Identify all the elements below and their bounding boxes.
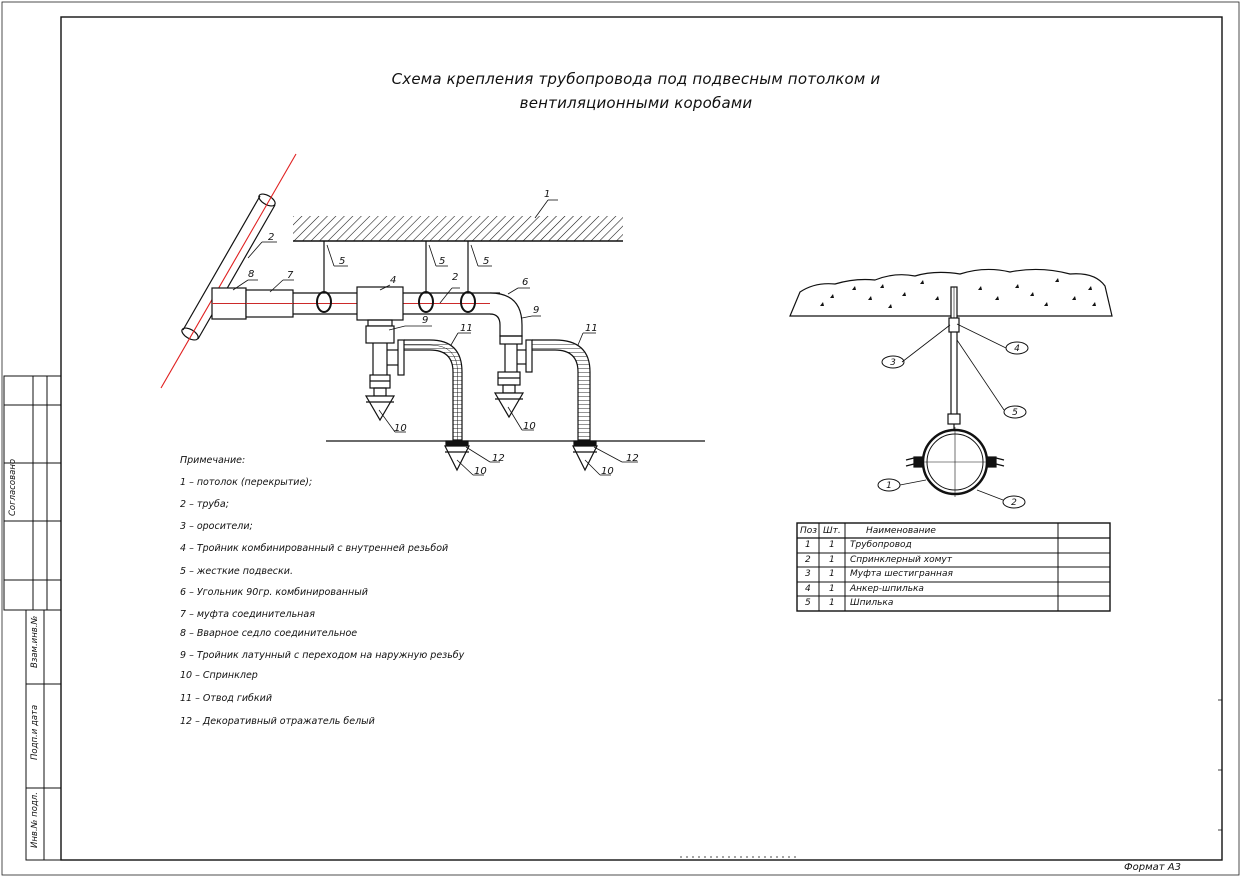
ceiling-slab [293,216,623,241]
table-cell: 1 [805,540,811,550]
flex-hose-2 [532,339,591,441]
main-pipe-diagonal [160,153,297,389]
clamp-detail-diagram [789,268,1113,509]
hangers [316,241,476,313]
label-10a: 10 [394,423,407,434]
table-header-name: Наименование [866,526,936,536]
callout-3: 3 [890,358,896,368]
stamp-inv-replace-label: Взам.инв.№ [30,615,40,668]
left-diagram-labels: 1 2 8 7 4 5 5 5 2 6 9 9 11 11 10 10 10 1… [248,189,639,477]
table-cell: 1 [829,598,835,608]
table-cell: Шпилька [850,598,894,608]
note-item: 7 – муфта соединительная [180,609,315,620]
label-12b: 12 [626,453,639,464]
elbow-90 [489,292,523,337]
sheet-format-label: Формат A3 [1124,862,1181,873]
label-8: 8 [248,269,254,280]
label-6: 6 [522,277,528,288]
tee-combined [356,286,404,321]
label-5c: 5 [483,256,489,267]
leader-lines [232,199,638,476]
stamp-inv-orig-label: Инв.№ подл. [30,792,40,848]
table-cell: 1 [829,584,835,594]
label-2a: 2 [268,232,274,243]
table-cell: Спринклерный хомут [850,555,952,565]
note-item: 6 – Угольник 90гр. комбинированный [180,587,368,598]
frame-ticks [680,699,1223,860]
note-item: 10 – Спринклер [180,670,258,681]
note-item: 8 – Вварное седло соединительное [180,628,358,639]
label-4: 4 [390,275,396,286]
callout-circles [877,341,1029,509]
callout-2: 2 [1011,498,1017,508]
table-cell: 1 [829,540,835,550]
branch-pipe [211,286,523,337]
sprinkler-drop-2 [493,335,533,419]
callout-1: 1 [886,481,892,491]
drawing-title-line1: Схема крепления трубопровода под подвесн… [391,70,881,88]
label-11b: 11 [585,323,598,334]
note-item: 4 – Тройник комбинированный с внутренней… [180,543,449,554]
label-9a: 9 [422,315,428,326]
callout-5: 5 [1012,408,1018,418]
note-item: 3 – оросители; [180,521,253,532]
approval-stamp [3,375,62,861]
label-12a: 12 [492,453,505,464]
table-cell: 3 [805,569,811,579]
note-item: 12 – Декоративный отражатель белый [180,716,375,727]
table-cell: 5 [805,598,811,608]
label-7: 7 [287,270,294,281]
note-item: 1 – потолок (перекрытие); [180,477,313,488]
label-9b: 9 [533,305,539,316]
label-2b: 2 [452,272,458,283]
callout-4: 4 [1014,344,1020,354]
pipe-mounting-diagram [160,153,705,476]
table-cell: 4 [805,584,811,594]
label-5a: 5 [339,256,345,267]
table-cell: 2 [805,555,811,565]
label-10b: 10 [523,421,536,432]
label-11a: 11 [460,323,473,334]
slab-aggregate [820,278,1096,308]
label-10c: 10 [474,466,487,477]
table-cell: 1 [829,569,835,579]
table-cell: Муфта шестигранная [850,569,953,579]
table-cell: 1 [829,555,835,565]
stamp-approved-label: Согласовано [8,458,18,516]
notes-heading: Примечание: [180,455,246,466]
sprinkler-drop-1 [364,319,405,422]
spec-table-grid [796,522,1111,612]
note-item: 2 – труба; [180,499,229,510]
note-item: 5 – жесткие подвески. [180,566,293,577]
table-cell: Анкер-шпилька [850,584,924,594]
table-header-qty: Шт. [823,526,841,536]
label-10d: 10 [601,466,614,477]
inner-frame [60,16,1223,861]
table-header-pos: Поз [800,526,818,536]
right-diagram-labels: 3 4 5 1 2 [886,344,1020,508]
drawing-title-line2: вентиляционными коробами [519,94,753,112]
label-5b: 5 [439,256,445,267]
note-item: 9 – Тройник латунный с переходом на нару… [180,650,465,661]
label-1: 1 [544,189,550,200]
note-item: 11 – Отвод гибкий [180,693,272,704]
flex-hose-1 [404,339,463,441]
table-cell: Трубопровод [850,540,912,550]
stamp-sign-date-label: Подп.и дата [30,704,40,760]
